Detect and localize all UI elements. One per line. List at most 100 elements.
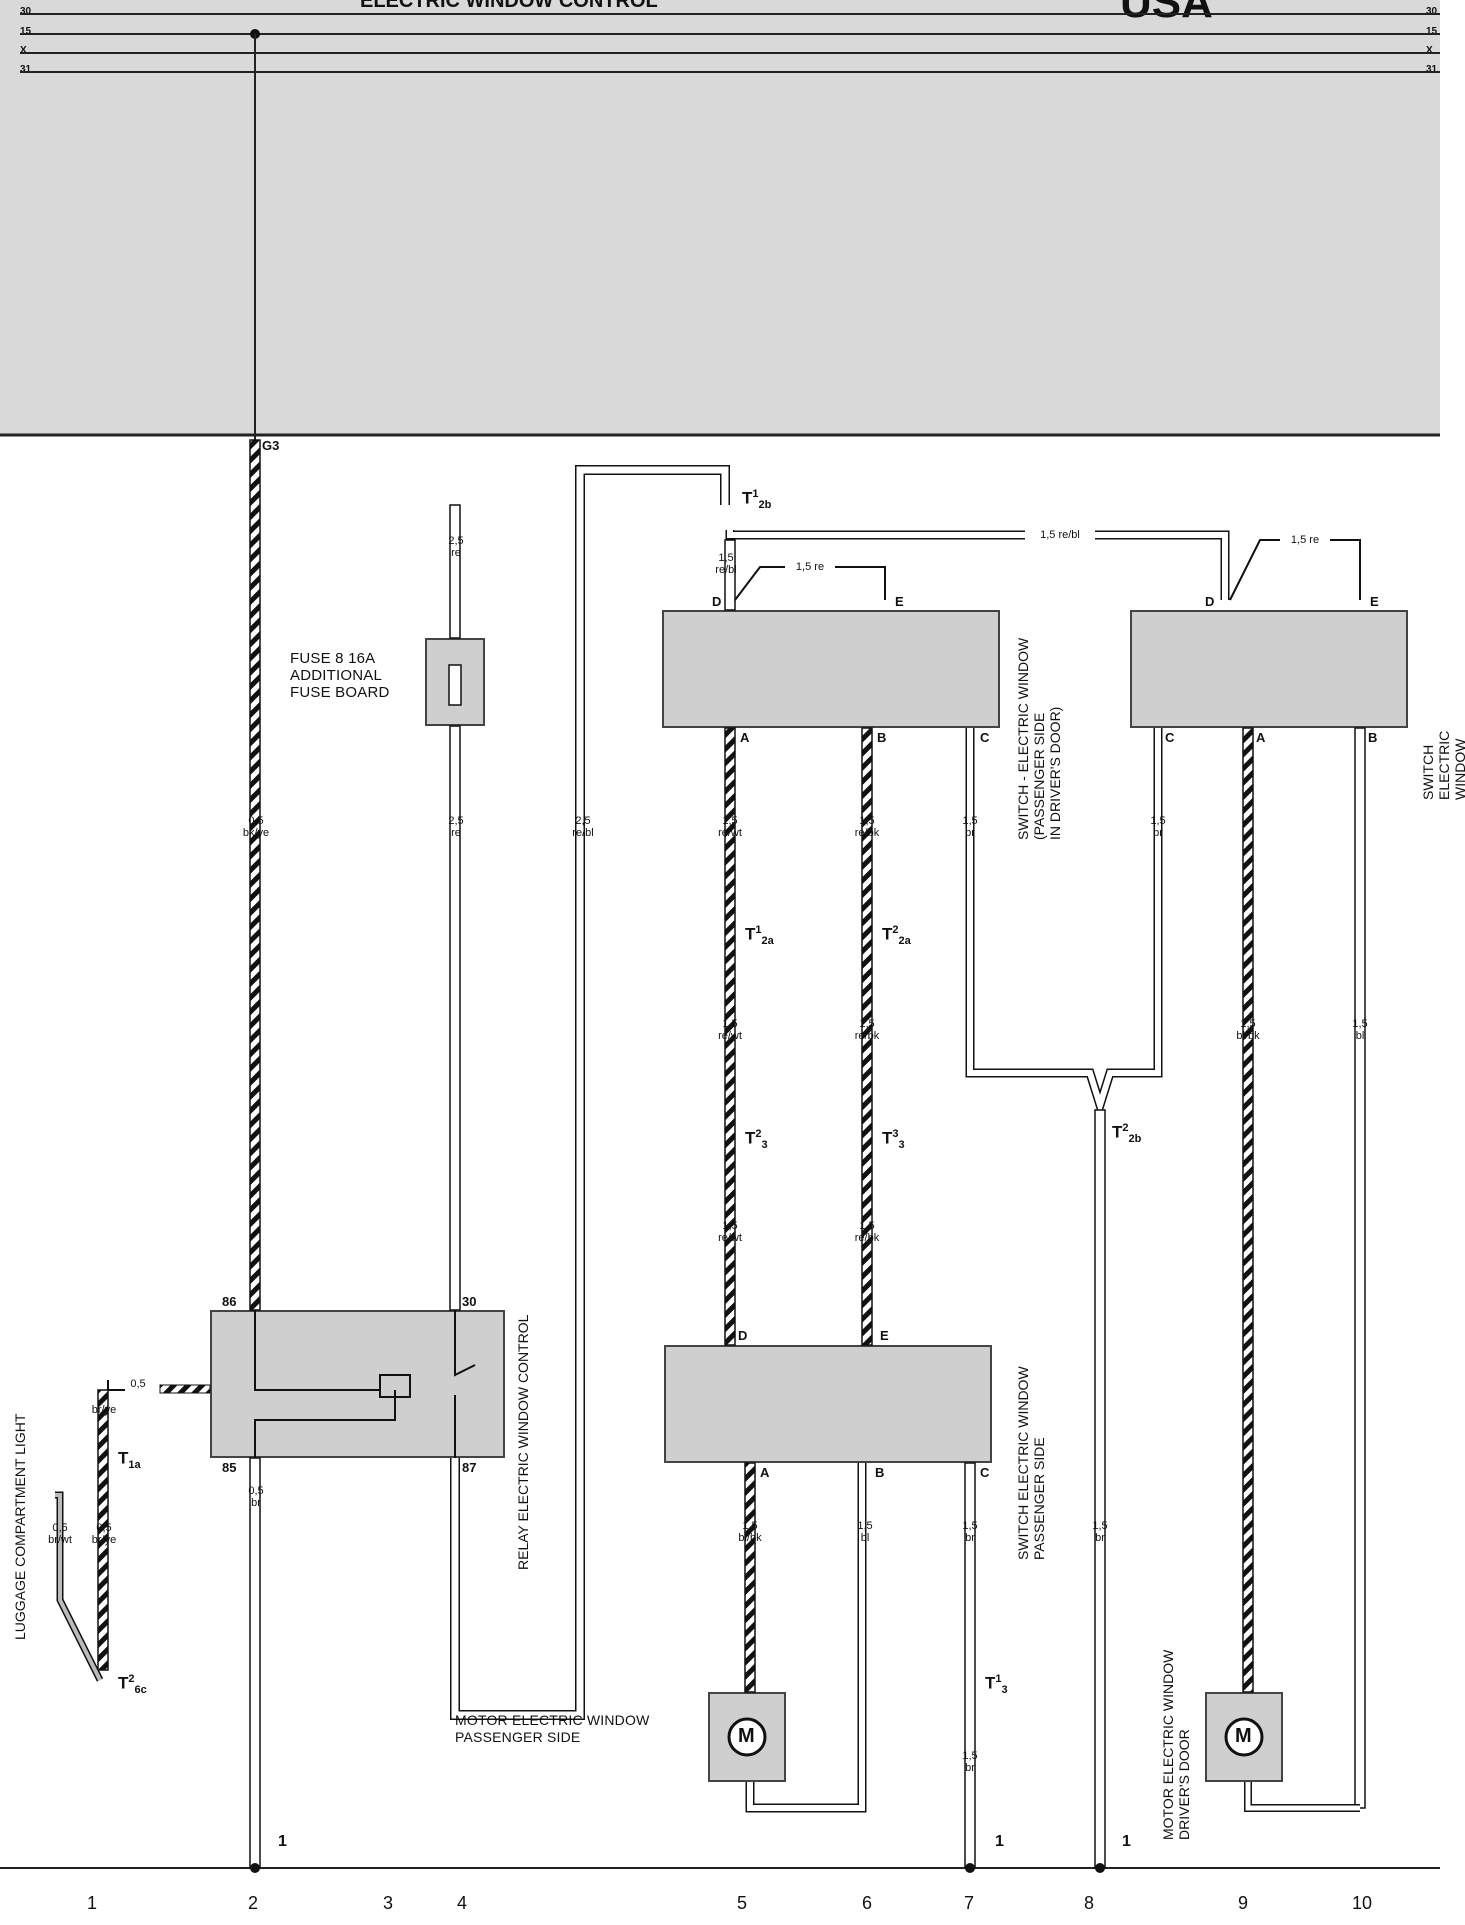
relay-pin-85: 85 xyxy=(222,1460,237,1475)
column-number-2: 2 xyxy=(248,1893,259,1913)
wire-rebk xyxy=(861,727,873,1346)
wire-label-05-top: 0,5 xyxy=(130,1378,146,1390)
switch-ps-pin-e: E xyxy=(880,1328,889,1343)
wire-brye xyxy=(97,1389,109,1671)
motor-driver-label: MOTOR ELECTRIC WINDOW DRIVER'S DOOR xyxy=(1160,1649,1192,1840)
switch-driver-pin-c: C xyxy=(1165,730,1175,745)
wire-rebl-5-top xyxy=(724,539,736,611)
wire-blbk-9 xyxy=(1242,727,1254,1693)
column-number-6: 6 xyxy=(862,1893,873,1913)
luggage-light-label: LUGGAGE COMPARTMENT LIGHT xyxy=(12,1413,28,1640)
switch-passenger-label: SWITCH ELECTRIC WINDOW PASSENGER SIDE xyxy=(1015,1366,1047,1560)
wire-blbk-5 xyxy=(744,1462,756,1693)
wire-brwt-inner xyxy=(55,1493,102,1681)
connector-t2b-1: T12b xyxy=(742,488,772,512)
switch-ps-pin-b: B xyxy=(875,1465,885,1480)
switch-ps-pin-c: C xyxy=(980,1465,990,1480)
rail-label-30-right: 30 xyxy=(1426,6,1438,17)
relay-label: RELAY ELECTRIC WINDOW CONTROL xyxy=(515,1314,531,1570)
switch-ps-pin-a: A xyxy=(760,1465,770,1480)
switch-ps-pin-d: D xyxy=(738,1328,748,1343)
motor-driver-circle xyxy=(1224,1717,1264,1757)
wire-bl-6-outer xyxy=(745,1463,867,1813)
wire-rebl-15-inner xyxy=(727,530,1228,600)
switch-driver-label: SWITCH ELECTRIC WINDOW DRIVER'S DOOR xyxy=(1420,730,1465,800)
connector-t2b-2: T22b xyxy=(1112,1122,1142,1146)
switch-pidd-pin-e: E xyxy=(895,594,904,609)
wire-bl-6-inner xyxy=(747,1463,865,1811)
wire-re-top xyxy=(449,504,461,639)
wire-re-mid xyxy=(449,725,461,1311)
rail-label-15-left: 15 xyxy=(20,26,32,37)
switch-pidd-pin-c: C xyxy=(980,730,990,745)
wire-label-re-15a: 1,5 re xyxy=(785,561,835,573)
diagram-title: ELECTRIC WINDOW CONTROL xyxy=(360,0,658,12)
connector-t1a: T1a xyxy=(118,1448,141,1472)
relay-pin-87: 87 xyxy=(462,1460,477,1475)
wire-label-rebl-15b: 1,5 re/bl xyxy=(1025,529,1095,541)
column-number-7: 7 xyxy=(964,1893,975,1913)
switch-driver-pin-a: A xyxy=(1256,730,1266,745)
switch-passenger-in-driver-door-label: SWITCH - ELECTRIC WINDOW (PASSENGER SIDE… xyxy=(1015,637,1063,840)
column-number-3: 3 xyxy=(383,1893,394,1913)
switch-pidd-pin-a: A xyxy=(740,730,750,745)
relay-wiring xyxy=(254,1310,396,1458)
column-number-5: 5 xyxy=(737,1893,748,1913)
connector-t6c-2: T26c xyxy=(118,1673,147,1697)
relay-coil xyxy=(379,1374,411,1398)
wire-rebl-25-inner xyxy=(451,466,729,1719)
wire-br-c-outer xyxy=(965,728,1163,1121)
column-number-1: 1 xyxy=(87,1893,98,1913)
wire-label-re-15b: 1,5 re xyxy=(1280,534,1330,546)
motor-passenger-circle xyxy=(727,1717,767,1757)
relay-contact xyxy=(454,1310,476,1458)
wire-bl-10 xyxy=(1354,727,1366,1809)
motor-driver-symbol: M xyxy=(1235,1725,1252,1747)
switch-driver-pin-b: B xyxy=(1368,730,1378,745)
column-number-8: 8 xyxy=(1084,1893,1095,1913)
rail-label-31-right: 31 xyxy=(1426,64,1438,75)
switch-pidd-pin-d: D xyxy=(712,594,722,609)
connector-t3-3: T33 xyxy=(882,1128,905,1152)
wire-motor-driver-return-outer xyxy=(1244,1782,1360,1812)
rail-label-x-right: X xyxy=(1426,45,1433,56)
wire-rewt xyxy=(724,727,736,1346)
motor-passenger-label: MOTOR ELECTRIC WINDOW PASSENGER SIDE xyxy=(455,1712,650,1745)
column-number-9: 9 xyxy=(1238,1893,1249,1913)
column-number-4: 4 xyxy=(457,1893,468,1913)
switch-driver-door-box xyxy=(1130,610,1408,728)
rail-label-30-left: 30 xyxy=(20,6,32,17)
fuse-label: FUSE 8 16A ADDITIONAL FUSE BOARD xyxy=(290,650,390,701)
ground-marker-7: 1 xyxy=(995,1833,1004,1850)
ground-marker-2: 1 xyxy=(278,1833,287,1850)
connector-t3-1: T13 xyxy=(985,1673,1008,1697)
rail-label-15-right: 15 xyxy=(1426,26,1438,37)
wire-bkye xyxy=(249,439,261,1311)
switch-driver-pin-d: D xyxy=(1205,594,1215,609)
rail-label-x-left: X xyxy=(20,45,27,56)
connector-t2a-2: T22a xyxy=(882,924,911,948)
column-number-10: 10 xyxy=(1352,1893,1373,1913)
ground-dot-8 xyxy=(1095,1863,1105,1873)
motor-passenger-symbol: M xyxy=(738,1725,755,1747)
rail-label-31-left: 31 xyxy=(20,64,32,75)
